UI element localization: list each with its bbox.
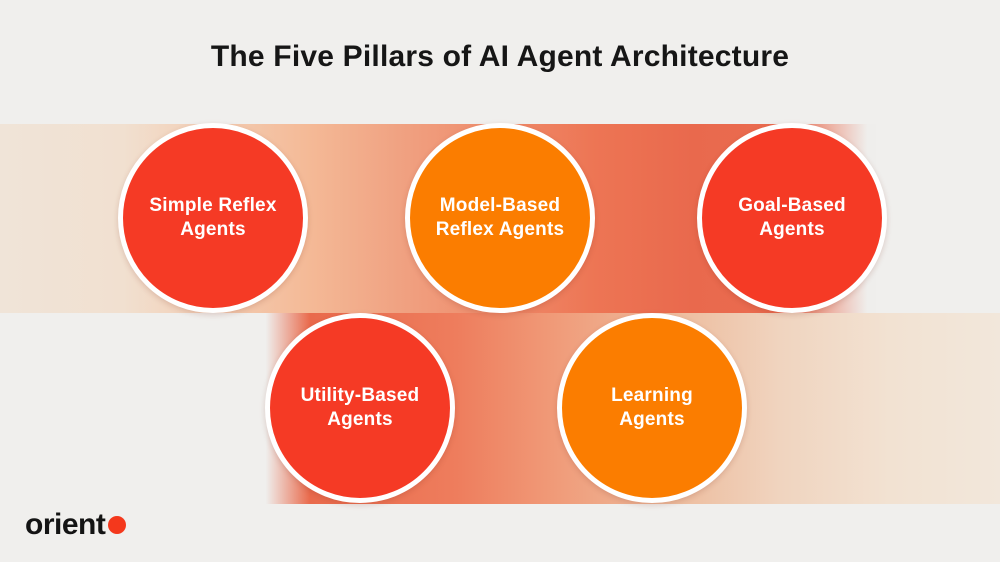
pillar-label-line: Model-Based (439, 195, 561, 216)
brand-logo-text: orient (25, 508, 106, 541)
pillar-learning-agents: Learning Agents (557, 313, 747, 503)
pillar-simple-reflex-agents: Simple Reflex Agents (118, 123, 308, 313)
pillar-label-line: Learning (611, 385, 693, 406)
page-title: The Five Pillars of AI Agent Architectur… (210, 40, 790, 73)
pillar-utility-based-agents: Utility-Based Agents (265, 313, 455, 503)
pillar-label-line: Simple Reflex (149, 195, 277, 216)
pillar-label-line: Utility-Based (300, 385, 420, 406)
pillar-label-line: Agents (759, 219, 825, 240)
pillar-label-line: Agents (619, 409, 685, 430)
pillar-label-line: Reflex Agents (435, 219, 565, 240)
brand-logo-dot-icon (108, 516, 127, 534)
pillar-label-line: Goal-Based (738, 195, 846, 216)
brand-logo: orient (25, 508, 127, 541)
pillar-label-line: Agents (180, 219, 246, 240)
pillar-goal-based-agents: Goal-Based Agents (697, 123, 887, 313)
pillar-label-line: Agents (327, 409, 393, 430)
pillar-model-based-reflex-agents: Model-Based Reflex Agents (405, 123, 595, 313)
